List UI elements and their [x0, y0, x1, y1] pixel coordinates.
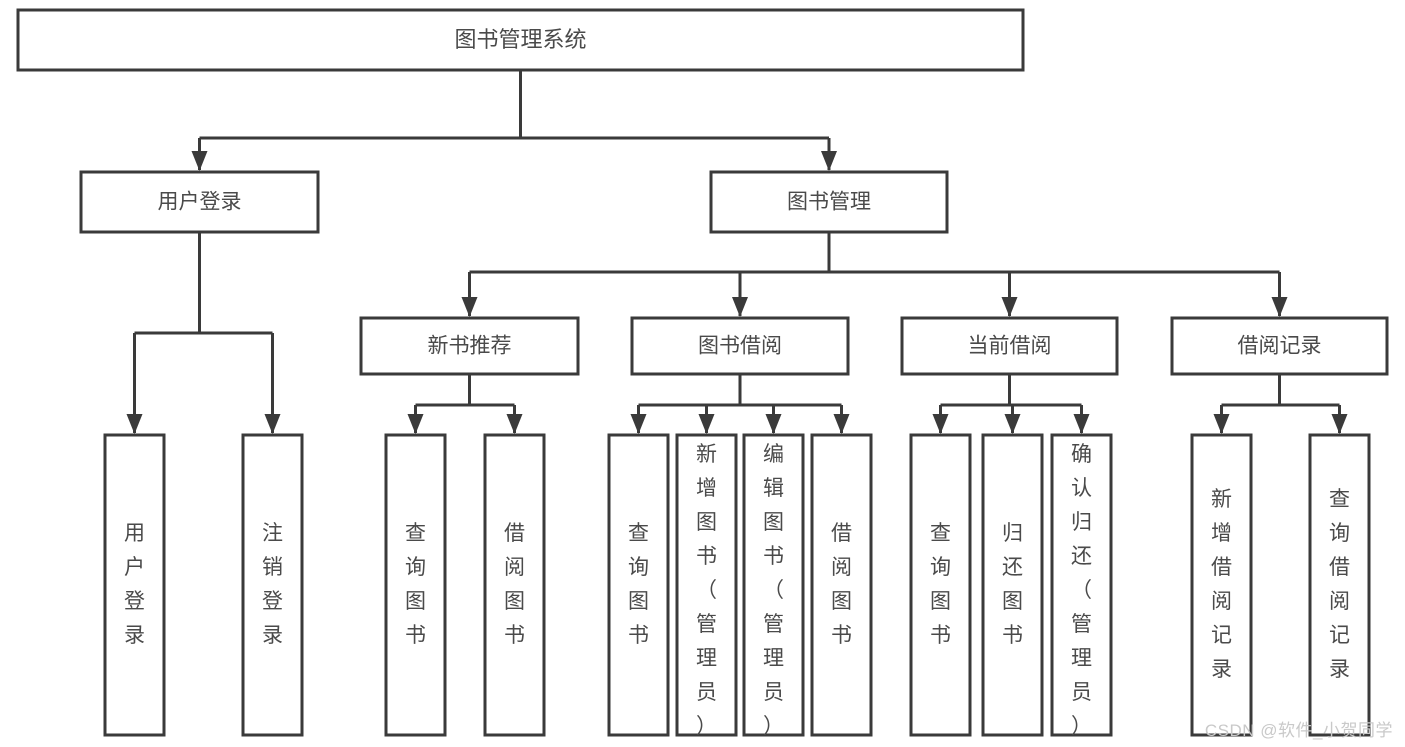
leaf-l3-3-0[interactable]: 新增借阅记录 [1190, 433, 1253, 737]
leaf-l3-1-3[interactable]: 借阅图书 [810, 433, 873, 737]
node-label: 新增借阅记录 [1211, 488, 1232, 681]
leaf-l3-0-0[interactable]: 查询图书 [384, 433, 447, 737]
node-label: 图书管理系统 [454, 27, 586, 52]
node-label: 确认归还（管理员） [1071, 443, 1092, 738]
node-label: 查询图书 [405, 522, 426, 647]
leaf-l3-1-1[interactable]: 新增图书（管理员） [675, 433, 738, 738]
node-level3-3[interactable]: 借阅记录 [1170, 316, 1389, 376]
node-label: 借阅图书 [831, 522, 852, 647]
nodes-layer: 图书管理系统用户登录图书管理新书推荐图书借阅当前借阅借阅记录用户登录注销登录查询… [16, 8, 1389, 738]
node-label: 图书借阅 [698, 335, 782, 358]
node-root-图书管理系统[interactable]: 图书管理系统 [16, 8, 1025, 72]
node-label: 查询图书 [930, 522, 951, 647]
leaf-l3-2-0[interactable]: 查询图书 [909, 433, 972, 737]
connectors-layer [126, 70, 1348, 434]
node-level3-2[interactable]: 当前借阅 [900, 316, 1119, 376]
leaf-l3-2-2[interactable]: 确认归还（管理员） [1050, 433, 1113, 738]
node-label: 图书管理 [787, 191, 871, 214]
node-label: 用户登录 [158, 191, 242, 214]
node-label: 新增图书（管理员） [696, 443, 717, 738]
node-label: 查询图书 [628, 522, 649, 647]
leaf-l3-1-2[interactable]: 编辑图书（管理员） [742, 433, 805, 738]
node-label: 用户登录 [124, 522, 145, 647]
node-level2-1[interactable]: 图书管理 [709, 170, 949, 234]
node-label: 借阅图书 [504, 522, 525, 647]
node-level3-0[interactable]: 新书推荐 [359, 316, 580, 376]
node-level2-0[interactable]: 用户登录 [79, 170, 320, 234]
node-label: 新书推荐 [428, 335, 512, 358]
leaf-l2-0-1[interactable]: 注销登录 [241, 433, 304, 737]
leaf-l3-1-0[interactable]: 查询图书 [607, 433, 670, 737]
leaf-l3-0-1[interactable]: 借阅图书 [483, 433, 546, 737]
leaf-l3-3-1[interactable]: 查询借阅记录 [1308, 433, 1371, 737]
node-label: 编辑图书（管理员） [763, 443, 784, 738]
node-label: 注销登录 [262, 522, 283, 647]
leaf-l3-2-1[interactable]: 归还图书 [981, 433, 1044, 737]
leaf-l2-0-0[interactable]: 用户登录 [103, 433, 166, 737]
watermark-text: CSDN @软件_小贺同学 [1204, 721, 1393, 740]
node-label: 查询借阅记录 [1329, 488, 1350, 681]
node-label: 当前借阅 [968, 335, 1052, 358]
node-label: 归还图书 [1002, 522, 1023, 647]
node-label: 借阅记录 [1238, 335, 1322, 358]
node-level3-1[interactable]: 图书借阅 [630, 316, 850, 376]
